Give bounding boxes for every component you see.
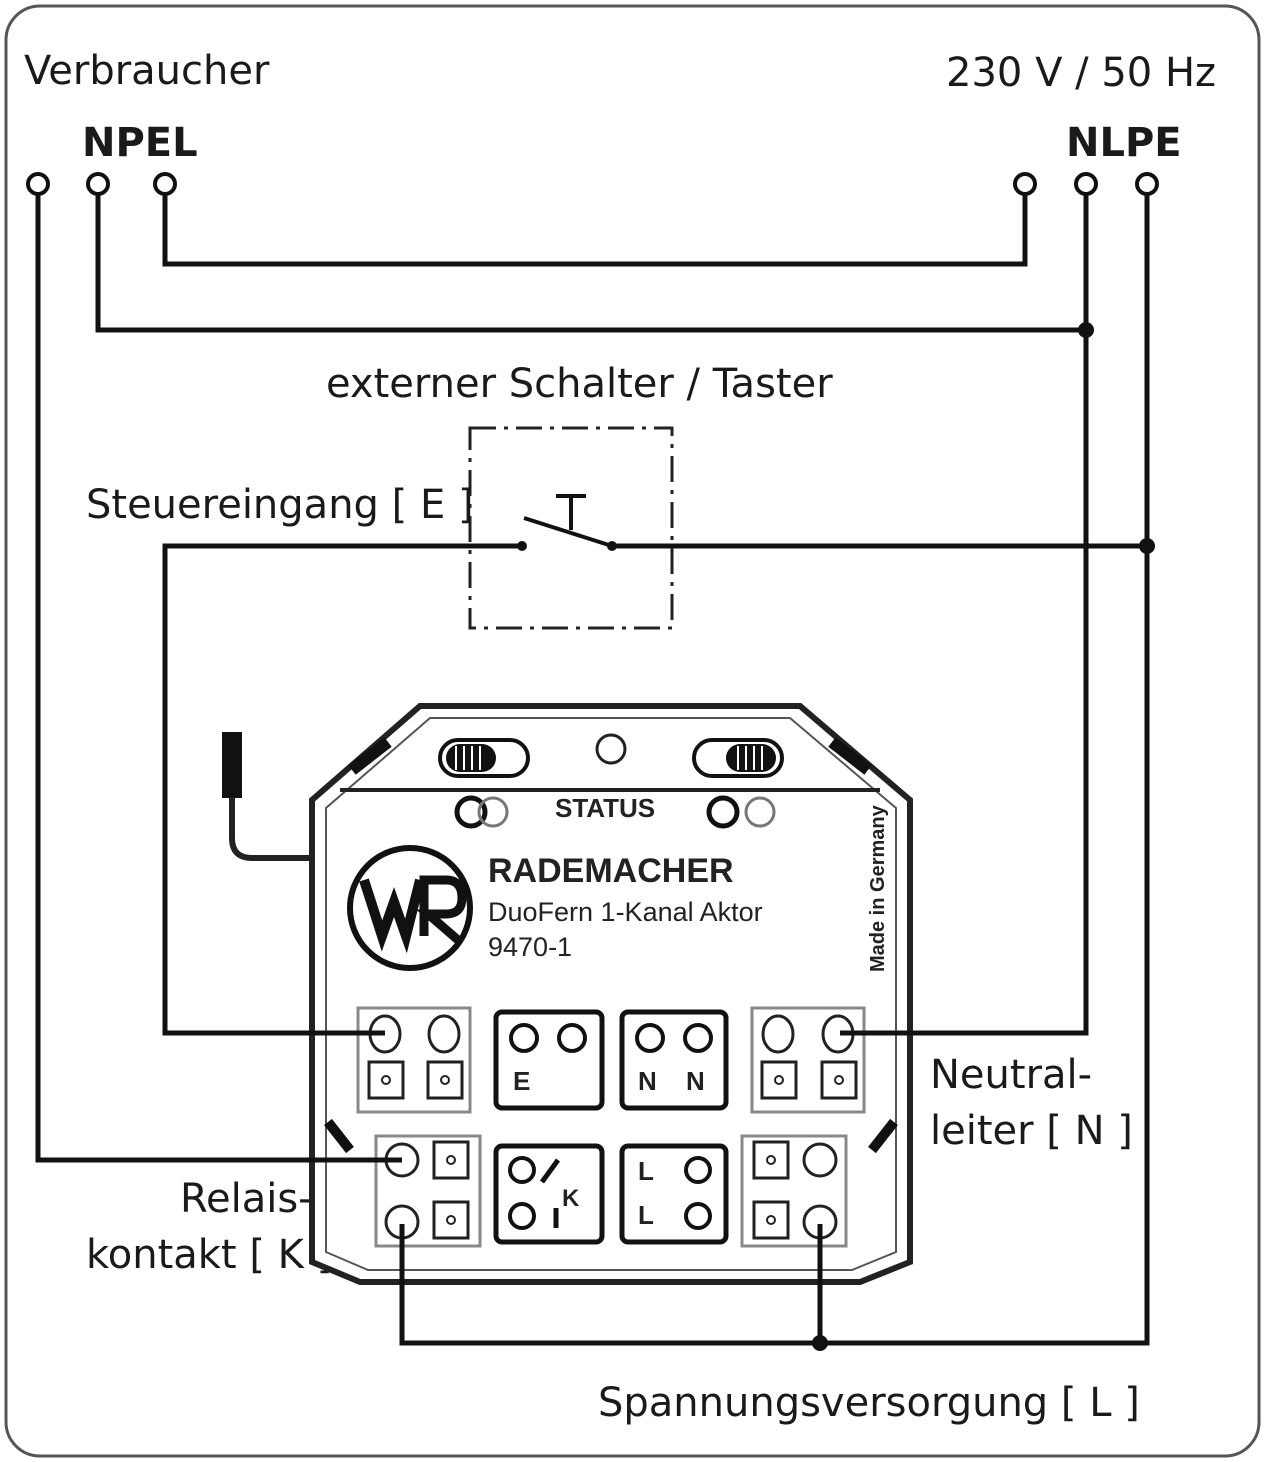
- switch-label: externer Schalter / Taster: [326, 361, 833, 407]
- relay-label-line1: Relais-: [180, 1176, 313, 1222]
- wire-pe: [95, 192, 1086, 333]
- clip-right: [828, 737, 872, 775]
- terminal-block-l: L L: [619, 1143, 729, 1245]
- rademacher-logo: WR: [0, 0, 473, 971]
- relay-label-line2: kontakt [ K ]: [86, 1232, 332, 1278]
- switch-box: [468, 426, 674, 630]
- terminal-block-k: K: [493, 1143, 605, 1245]
- slider-left[interactable]: [438, 738, 530, 778]
- actuator-device: STATUS WR RADEMACHER DuoFern 1-Kanal Akt…: [0, 0, 913, 1285]
- consumer-terminals-label: NPEL: [82, 120, 198, 166]
- clip-bottom-right: [868, 1118, 898, 1154]
- terminal-l1-label: L: [638, 1156, 654, 1186]
- terminal-n1-label: N: [638, 1066, 657, 1096]
- terminal-block-top-right: [750, 1006, 866, 1114]
- terminal-block-bottom-left: [374, 1134, 482, 1248]
- neutral-label-line1: Neutral-: [930, 1052, 1092, 1098]
- status-button-right[interactable]: [706, 795, 776, 829]
- wire-phase-consumer: [162, 192, 1028, 267]
- brand-name: RADEMACHER: [488, 852, 734, 890]
- model-number: 9470-1: [488, 932, 572, 962]
- consumer-label: Verbraucher: [24, 48, 270, 94]
- terminal-block-e: E: [493, 1009, 605, 1111]
- terminal-l2-label: L: [638, 1200, 654, 1230]
- junction-dot: [1139, 538, 1155, 554]
- terminal-block-bottom-right: [740, 1134, 848, 1248]
- control-input-label: Steuereingang [ E ]: [86, 482, 474, 528]
- status-led: [595, 733, 627, 765]
- terminal-consumer-pe: [86, 172, 110, 196]
- neutral-label-line2: leiter [ N ]: [930, 1108, 1133, 1154]
- terminal-block-top-left: [356, 1006, 472, 1114]
- supply-label: 230 V / 50 Hz: [946, 50, 1216, 96]
- origin-label: Made in Germany: [867, 804, 889, 972]
- clip-left: [348, 737, 392, 775]
- antenna: [222, 732, 242, 798]
- terminal-n2-label: N: [686, 1066, 705, 1096]
- device-housing-inner: [325, 717, 897, 1271]
- terminal-consumer-n: [26, 172, 50, 196]
- terminal-supply-pe: [1135, 172, 1159, 196]
- terminal-supply-l: [1074, 172, 1098, 196]
- status-button-left[interactable]: [454, 795, 509, 829]
- slider-right[interactable]: [692, 738, 784, 778]
- terminal-block-n: N N: [619, 1009, 729, 1111]
- power-label: Spannungsversorgung [ L ]: [598, 1380, 1140, 1426]
- junction-dot: [1078, 322, 1094, 338]
- switch-icon: [517, 494, 617, 551]
- antenna-cable: [229, 798, 312, 861]
- status-label: STATUS: [555, 793, 655, 823]
- logo-text: WR: [0, 0, 2, 1]
- terminals: [26, 172, 1159, 196]
- relay-contact-icon: [539, 1158, 561, 1228]
- terminal-k-label: K: [562, 1185, 580, 1212]
- terminal-consumer-l: [153, 172, 177, 196]
- supply-terminals-label: NLPE: [1066, 120, 1182, 166]
- terminal-supply-n: [1013, 172, 1037, 196]
- wire-supply-l: [820, 192, 1150, 1346]
- clip-bottom-left: [324, 1118, 354, 1154]
- product-name: DuoFern 1-Kanal Aktor: [488, 897, 763, 927]
- terminal-e-label: E: [513, 1066, 530, 1096]
